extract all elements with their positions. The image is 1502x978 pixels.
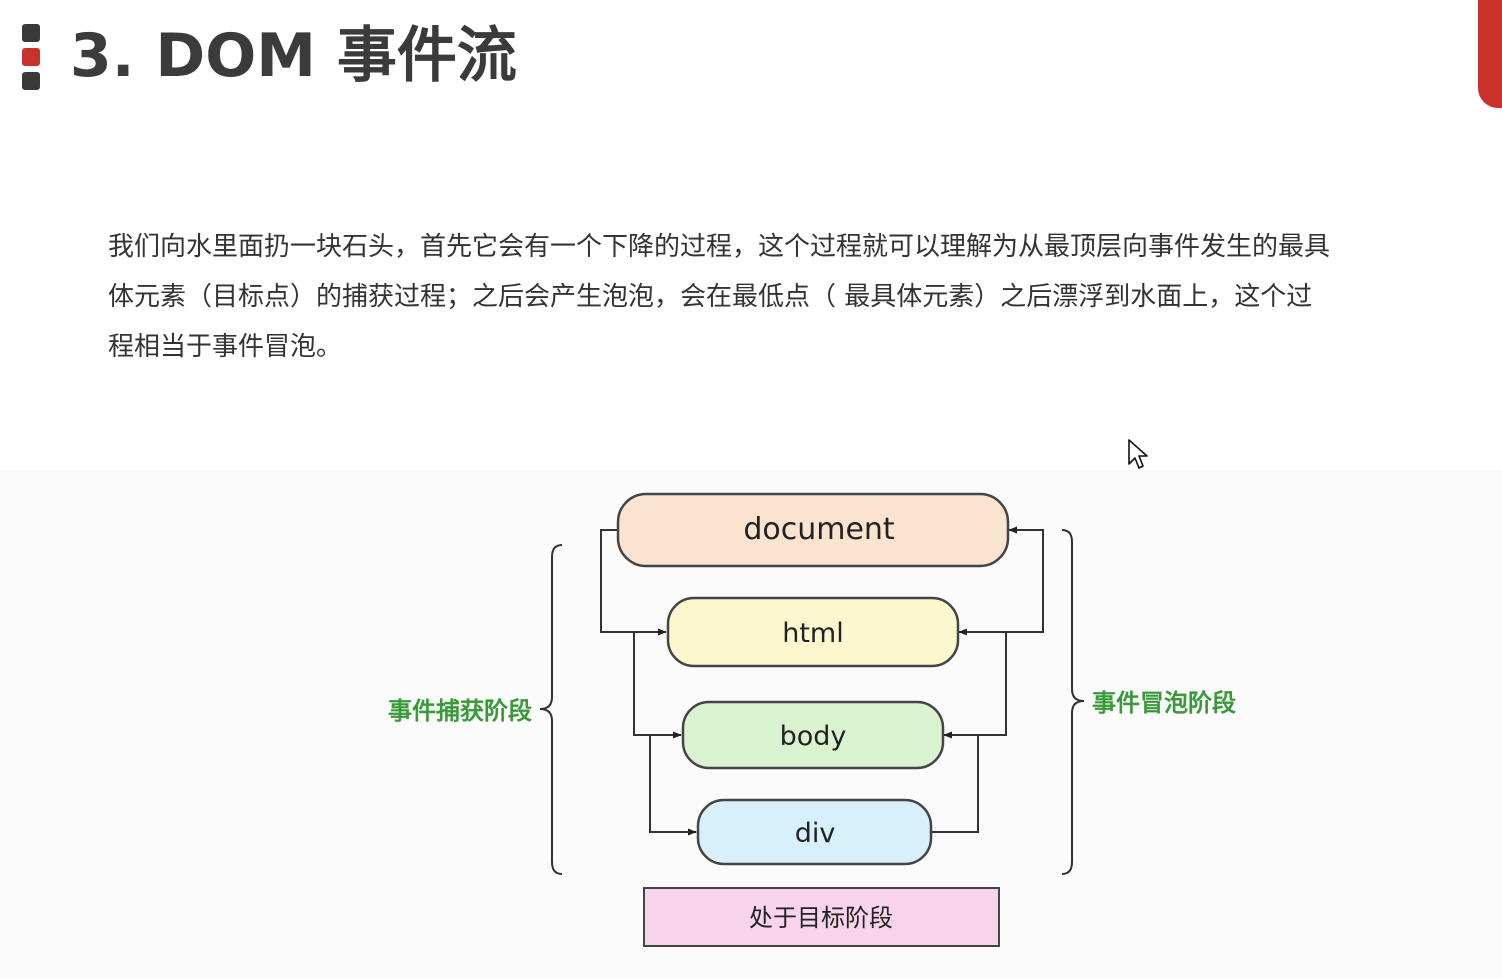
bubble-connector-html-document <box>1006 526 1044 633</box>
target-phase-rect <box>643 887 1000 947</box>
node-html-label: html <box>782 618 844 649</box>
bubble-connectors <box>931 526 1044 833</box>
node-document-box <box>616 492 1010 568</box>
node-document: document <box>616 492 1010 568</box>
bubble-brace <box>1061 529 1085 875</box>
node-div-label: div <box>795 818 836 849</box>
node-html: html <box>666 596 960 668</box>
paragraph-line-1: 我们向水里面扔一块石头，首先它会有一个下降的过程，这个过程就可以理解为从最顶层向… <box>108 232 1331 262</box>
node-document-label: document <box>743 512 895 547</box>
capture-connectors <box>600 529 697 836</box>
intro-paragraph: 我们向水里面扔一块石头，首先它会有一个下降的过程，这个过程就可以理解为从最顶层向… <box>108 222 1444 372</box>
title-marker-top <box>22 24 40 42</box>
bubble-connector-div-body <box>931 731 979 833</box>
capture-connector-html-body <box>633 632 682 739</box>
mouse-pointer-icon <box>1128 439 1148 469</box>
target-phase-box: 处于目标阶段 <box>643 887 1000 947</box>
paragraph-line-2: 体元素（目标点）的捕获过程；之后会产生泡泡，会在最低点（ 最具体元素）之后漂浮到… <box>108 282 1313 312</box>
target-phase-label: 处于目标阶段 <box>749 904 893 932</box>
capture-phase-label: 事件捕获阶段 <box>388 697 532 725</box>
node-body-label: body <box>780 721 847 752</box>
page-title: 3. DOM 事件流 <box>70 21 517 91</box>
paragraph-line-3: 程相当于事件冒泡。 <box>108 332 343 362</box>
node-div-box <box>696 798 933 866</box>
title-marker-middle <box>22 48 40 66</box>
capture-connector-body-div <box>649 735 697 836</box>
node-div: div <box>696 798 933 866</box>
node-html-box <box>666 596 960 668</box>
title-marker-icon <box>22 24 40 90</box>
bubble-connector-body-html <box>958 628 1007 736</box>
node-body: body <box>681 700 945 770</box>
bubble-phase-label: 事件冒泡阶段 <box>1092 689 1236 717</box>
capture-brace <box>539 544 563 875</box>
title-marker-bottom <box>22 72 40 90</box>
node-body-box <box>681 700 945 770</box>
corner-accent-tab <box>1478 0 1502 108</box>
